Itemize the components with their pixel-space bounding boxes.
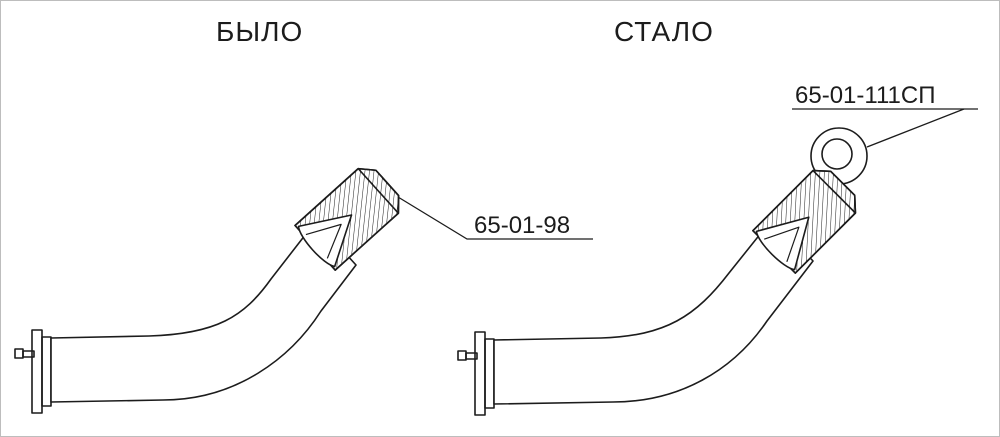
leader-line-before bbox=[397, 196, 593, 240]
part-label-before: 65-01-98 bbox=[474, 212, 570, 239]
flange-pin-before bbox=[14, 348, 35, 359]
flange-pin-after bbox=[457, 350, 478, 361]
callouts bbox=[397, 108, 978, 240]
pipe-body-before bbox=[50, 220, 357, 403]
union-nut-before bbox=[294, 167, 400, 271]
part-before-drawing bbox=[14, 167, 400, 414]
flange-plate-inner-before bbox=[41, 336, 52, 407]
part-label-after: 65-01-111СП bbox=[795, 82, 935, 109]
cone-opening-before bbox=[297, 214, 353, 268]
pin-shaft bbox=[465, 352, 478, 360]
cone-inner-lines-before bbox=[305, 223, 342, 259]
eyelet-ring bbox=[810, 127, 868, 185]
nut-chamfer-line bbox=[812, 170, 856, 214]
title-after: СТАЛО bbox=[614, 16, 714, 47]
pin-cap bbox=[14, 348, 24, 359]
part-after-drawing bbox=[457, 127, 868, 416]
leader-line-after bbox=[866, 108, 965, 148]
eyelet-hole bbox=[821, 138, 853, 170]
pin-shaft bbox=[22, 350, 35, 358]
cone-inner-lines-after bbox=[764, 226, 800, 262]
pin-cap bbox=[457, 350, 467, 361]
flange-plate-outer-after bbox=[474, 331, 486, 416]
nut-chamfer-line bbox=[357, 168, 399, 214]
cone-opening-after bbox=[755, 216, 810, 271]
flange-plate-inner-after bbox=[484, 338, 495, 409]
flange-plate-outer-before bbox=[31, 329, 43, 414]
union-nut-after bbox=[752, 169, 857, 274]
pipe-body-after bbox=[493, 217, 814, 405]
title-before: БЫЛО bbox=[216, 16, 303, 47]
